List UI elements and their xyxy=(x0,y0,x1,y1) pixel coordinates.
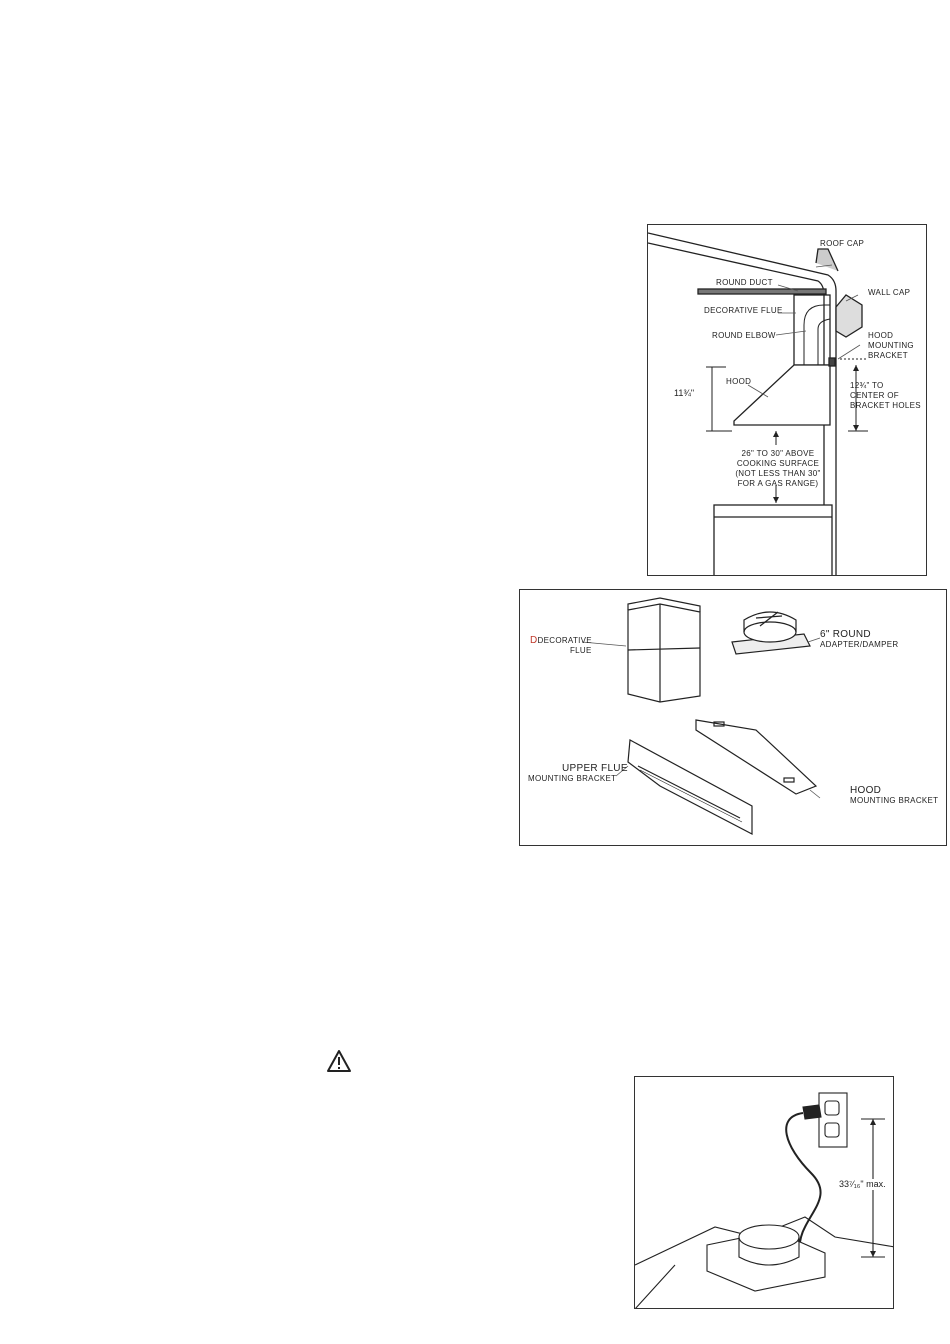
label-adapter-damper: 6" Round adapter/damper xyxy=(820,630,898,650)
label-round-duct: Round duct xyxy=(716,278,773,288)
dimension-hood-height: 11¾" xyxy=(674,388,694,399)
installation-diagram: Roof cap Round duct Wall cap Decorative … xyxy=(647,224,927,576)
label-wall-cap: Wall cap xyxy=(868,288,910,298)
power-outlet-diagram: 33⁷⁄₁₆" max. xyxy=(634,1076,894,1309)
power-outlet-drawing xyxy=(635,1077,894,1309)
parts-drawing xyxy=(520,590,947,846)
warning-triangle-icon xyxy=(326,1049,352,1073)
label-decorative-flue-part: DDecorative flue xyxy=(530,636,592,656)
label-decorative-flue: Decorative flue xyxy=(704,306,783,316)
dimension-max-height: 33⁷⁄₁₆" max. xyxy=(837,1179,888,1190)
parts-diagram: DDecorative flue 6" Round adapter/damper… xyxy=(519,589,947,846)
label-hood-mounting-bracket: Hood mounting bracket xyxy=(868,331,914,361)
label-clearance: 26" to 30" above cooking surface (not le… xyxy=(728,449,828,489)
label-roof-cap: Roof cap xyxy=(820,239,864,249)
label-bracket-height: 12¾" to center of bracket holes xyxy=(850,381,921,411)
label-upper-flue-bracket: Upper flue mounting bracket xyxy=(528,764,628,784)
label-hood: Hood xyxy=(726,377,751,387)
label-hood-bracket-part: Hood mounting bracket xyxy=(850,786,938,806)
label-round-elbow: Round elbow xyxy=(712,331,776,341)
